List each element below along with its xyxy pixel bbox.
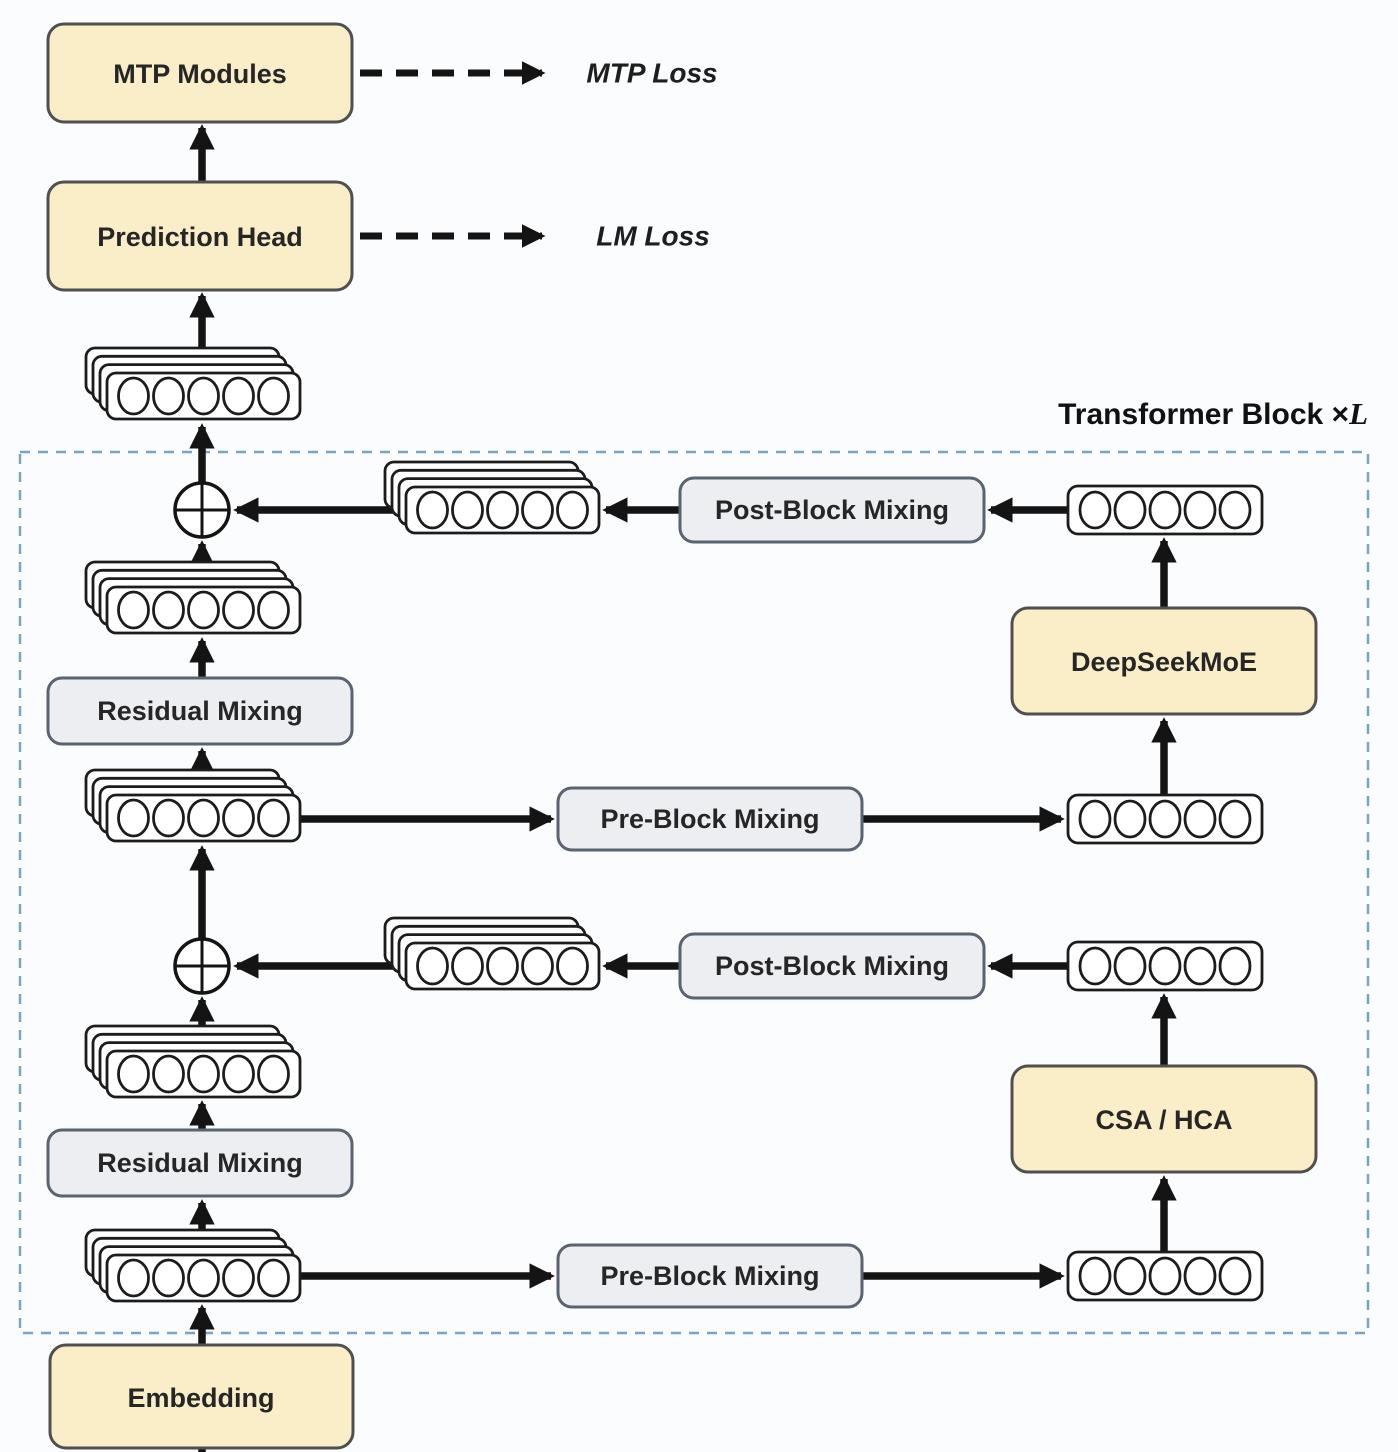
- svg-text:Prediction Head: Prediction Head: [97, 222, 303, 252]
- token-row-csa-hca-output: [1066, 940, 1264, 992]
- svg-text:CSA / HCA: CSA / HCA: [1095, 1105, 1232, 1135]
- token-stack-after-residual-mixing1: [84, 560, 302, 635]
- pre-block-mixing-box-1: Pre-Block Mixing: [556, 786, 864, 852]
- token-stack-post-mixing1-output: [383, 460, 601, 535]
- svg-text:Embedding: Embedding: [128, 1383, 275, 1413]
- token-stack-moe-sublayer-input: [84, 768, 302, 843]
- svg-text:Pre-Block Mixing: Pre-Block Mixing: [600, 1261, 819, 1291]
- residual-mixing-box-1: Residual Mixing: [46, 676, 354, 746]
- svg-text:Residual Mixing: Residual Mixing: [97, 696, 303, 726]
- svg-text:Pre-Block Mixing: Pre-Block Mixing: [600, 804, 819, 834]
- pre-block-mixing-box-2: Pre-Block Mixing: [556, 1243, 864, 1309]
- transformer-block-label: Transformer Block ×L: [1058, 396, 1368, 431]
- svg-text:DeepSeekMoE: DeepSeekMoE: [1071, 647, 1257, 677]
- post-block-mixing-box-2: Post-Block Mixing: [678, 932, 986, 1000]
- token-stack-post-mixing2-output: [383, 916, 601, 991]
- svg-text:Post-Block Mixing: Post-Block Mixing: [715, 951, 949, 981]
- svg-text:MTP Modules: MTP Modules: [113, 59, 287, 89]
- token-stack-block-output: [84, 346, 302, 421]
- svg-text:Residual Mixing: Residual Mixing: [97, 1148, 303, 1178]
- post-block-mixing-box-1: Post-Block Mixing: [678, 476, 986, 544]
- prediction-head-box: Prediction Head: [46, 180, 354, 292]
- mtp-modules-box: MTP Modules: [46, 22, 354, 124]
- residual-add-symbol-1: [173, 481, 231, 539]
- token-row-csa-hca-input: [1066, 1250, 1264, 1302]
- token-stack-after-residual-mixing2: [84, 1024, 302, 1099]
- residual-mixing-box-2: Residual Mixing: [46, 1128, 354, 1198]
- lm-loss-label: LM Loss: [596, 221, 710, 252]
- token-stack-embedding-output: [84, 1228, 302, 1303]
- svg-text:Post-Block Mixing: Post-Block Mixing: [715, 495, 949, 525]
- token-row-deepseekmoe-input: [1066, 793, 1264, 845]
- transformer-block-boundary: [18, 450, 1370, 1335]
- mtp-loss-label: MTP Loss: [586, 58, 717, 89]
- token-row-deepseekmoe-output: [1066, 484, 1264, 536]
- residual-add-symbol-2: [173, 937, 231, 995]
- csa-hca-box: CSA / HCA: [1010, 1064, 1318, 1174]
- deepseekmoe-box: DeepSeekMoE: [1010, 606, 1318, 716]
- embedding-box: Embedding: [48, 1343, 355, 1450]
